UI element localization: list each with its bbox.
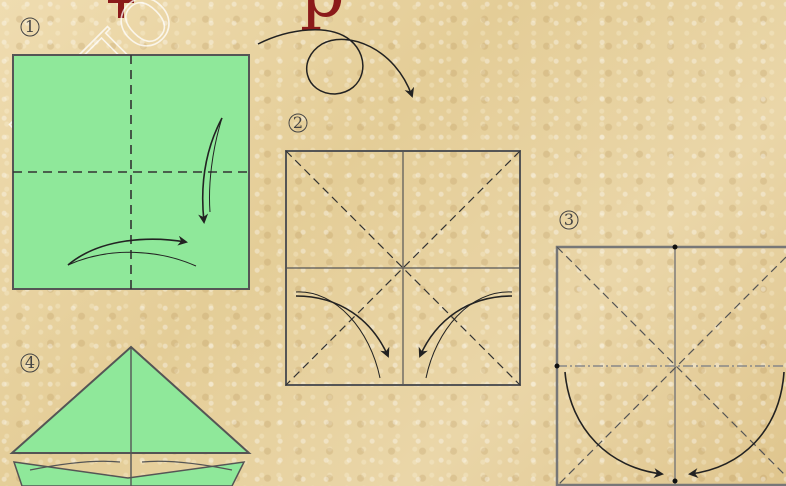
step-3-top-point: [673, 245, 678, 250]
step-3-number: 3: [564, 210, 574, 229]
step-2-arrow-left-corner: [296, 296, 388, 356]
step-2: 2: [286, 113, 520, 385]
step-2-number: 2: [293, 113, 303, 132]
step-3-left-point: [555, 364, 560, 369]
step-3-diagonal-fold-a: [557, 247, 786, 476]
step-3-arrow-left: [565, 372, 662, 474]
page-title-fragment: р: [300, 0, 345, 33]
step-1-number: 1: [25, 17, 35, 36]
step-1: 1: [13, 17, 249, 289]
step-4-number: 4: [25, 353, 35, 372]
step-3-bottom-point: [673, 479, 678, 484]
step-3: 3: [555, 210, 786, 486]
turn-over-arrow: [258, 30, 412, 96]
step-4: 4: [12, 347, 249, 486]
step-2-arrow-right-corner: [420, 296, 512, 356]
step-3-diagonal-fold-b: [557, 257, 786, 486]
step-3-arrow-right: [690, 372, 784, 474]
